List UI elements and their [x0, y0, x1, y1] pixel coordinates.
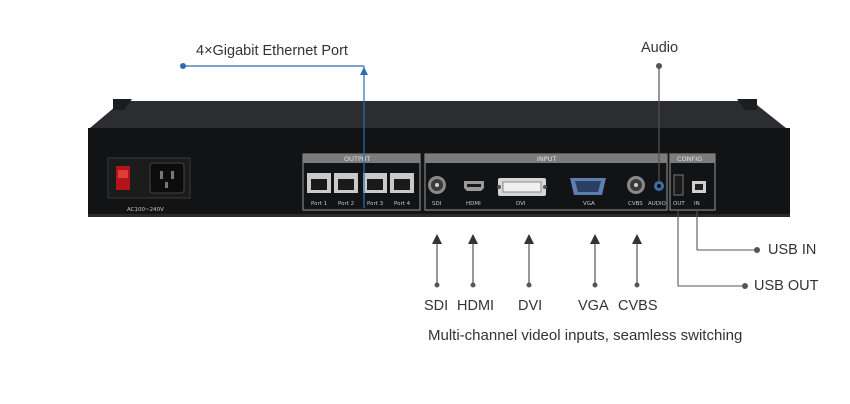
sdi-label: SDI [424, 298, 449, 314]
vga-label: VGA [578, 298, 609, 314]
dvi-connector [497, 178, 547, 196]
chassis-top [90, 101, 786, 128]
dvi-arrow [524, 234, 534, 288]
sdi-connector [428, 176, 446, 194]
audio-callout-label: Audio [641, 40, 679, 56]
audio-panel-label: AUDIO [648, 201, 667, 207]
power-label: AC100~240V [127, 207, 164, 213]
sdi-arrow [432, 234, 442, 288]
dvi-label: DVI [518, 298, 543, 314]
port-4-label: Port 4 [394, 201, 411, 207]
usb-out-port [673, 174, 684, 196]
usb-out-callout [677, 210, 748, 289]
output-panel: OUTPUT [302, 153, 421, 211]
port-3-label: Port 3 [367, 201, 384, 207]
ethernet-callout [180, 63, 368, 208]
cvbs-label: CVBS [618, 298, 658, 314]
hdmi-panel-label: HDMI [466, 201, 481, 207]
config-panel: CONFIG [669, 153, 716, 211]
cvbs-connector [627, 176, 645, 194]
power-socket [149, 162, 185, 194]
rack-ear-right [737, 99, 757, 110]
usb-out-callout-label: USB OUT [754, 278, 819, 294]
port-1-label: Port 1 [311, 201, 327, 207]
usb-in-callout [696, 210, 760, 253]
hdmi-connector [464, 181, 484, 191]
usb-in-panel-label: IN [694, 201, 700, 207]
vga-panel-label: VGA [583, 201, 595, 207]
power-inlet [107, 157, 191, 199]
cvbs-arrow [632, 234, 642, 288]
rack-ear-left [113, 99, 132, 110]
input-title: INPUT [537, 155, 556, 163]
hdmi-label: HDMI [457, 298, 495, 314]
ethernet-port-callout-label: 4×Gigabit Ethernet Port [196, 43, 348, 59]
ethernet-ports [307, 173, 414, 193]
dvi-panel-label: DVI [516, 201, 526, 207]
usb-in-port [692, 181, 706, 193]
ethernet-arrowhead [360, 67, 368, 75]
config-title: CONFIG [677, 155, 702, 163]
vga-connector [570, 178, 606, 195]
output-title: OUTPUT [344, 155, 371, 163]
hdmi-arrow [468, 234, 478, 288]
chassis-bottom-edge [88, 214, 790, 217]
audio-jack [654, 181, 664, 191]
vga-arrow [590, 234, 600, 288]
cvbs-panel-label: CVBS [628, 201, 643, 207]
chassis-back [88, 128, 790, 216]
caption: Multi-channel videol inputs, seamless sw… [428, 327, 743, 344]
usb-in-callout-label: USB IN [768, 242, 817, 258]
sdi-panel-label: SDI [432, 201, 442, 207]
input-panel: INPUT [424, 153, 668, 211]
usb-out-panel-label: OUT [673, 201, 685, 207]
port-2-label: Port 2 [338, 201, 354, 207]
audio-callout [656, 63, 662, 182]
